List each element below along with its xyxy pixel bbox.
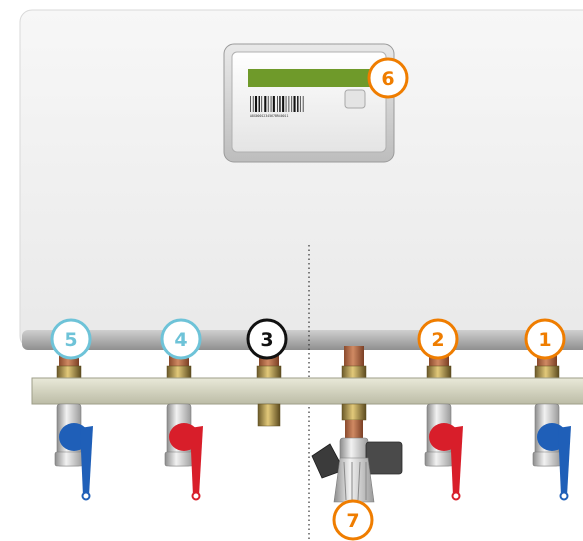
barcode-bar: [252, 96, 254, 112]
display-button[interactable]: [344, 89, 366, 109]
svg-text:7: 7: [346, 510, 359, 532]
blue-valve-handle[interactable]: [537, 423, 571, 501]
svg-text:5: 5: [64, 329, 77, 351]
barcode-bar: [272, 96, 275, 112]
connection-stubs: [56, 346, 560, 381]
barcode-text: A8G0001234567BR40011: [250, 114, 288, 118]
valve-2[interactable]: [424, 403, 463, 501]
barcode-bar: [277, 96, 278, 112]
valve-1[interactable]: [532, 403, 571, 501]
red-valve-handle[interactable]: [429, 423, 463, 501]
barcode-bar: [258, 96, 260, 112]
barcode-bar: [291, 96, 293, 112]
control-display-unit: A8G0001234567BR40011: [223, 43, 395, 163]
callout-2: 2: [417, 318, 459, 360]
barcode-bar: [270, 96, 272, 112]
svg-text:6: 6: [381, 68, 394, 90]
barcode-bar: [299, 96, 301, 112]
blue-valve-handle[interactable]: [59, 423, 93, 501]
svg-text:4: 4: [174, 329, 187, 351]
svg-text:2: 2: [431, 329, 444, 351]
display-screen: [248, 69, 370, 87]
callout-6: 6: [367, 57, 409, 99]
valve-5[interactable]: [54, 403, 93, 501]
callout-5: 5: [50, 318, 92, 360]
valve-4[interactable]: [164, 403, 203, 501]
svg-text:3: 3: [260, 329, 273, 351]
callout-7: 7: [332, 499, 374, 541]
safety-valve[interactable]: [311, 437, 403, 503]
barcode-bar: [288, 96, 290, 112]
barcode-bar: [279, 96, 281, 112]
barcode-bar: [261, 96, 263, 112]
lower-fittings: [257, 403, 367, 440]
barcode-bar: [254, 96, 258, 112]
callout-4: 4: [160, 318, 202, 360]
barcode: [250, 96, 304, 112]
svg-text:1: 1: [538, 329, 551, 351]
mounting-rail: [31, 377, 583, 405]
barcode-bar: [297, 96, 299, 112]
barcode-bar: [267, 96, 269, 112]
barcode-bar: [250, 96, 251, 112]
barcode-bar: [302, 96, 304, 112]
barcode-bar: [293, 96, 296, 112]
red-valve-handle[interactable]: [169, 423, 203, 501]
callout-1: 1: [524, 318, 566, 360]
barcode-bar: [282, 96, 285, 112]
barcode-bar: [285, 96, 287, 112]
callout-3: 3: [246, 318, 288, 360]
barcode-bar: [264, 96, 267, 112]
